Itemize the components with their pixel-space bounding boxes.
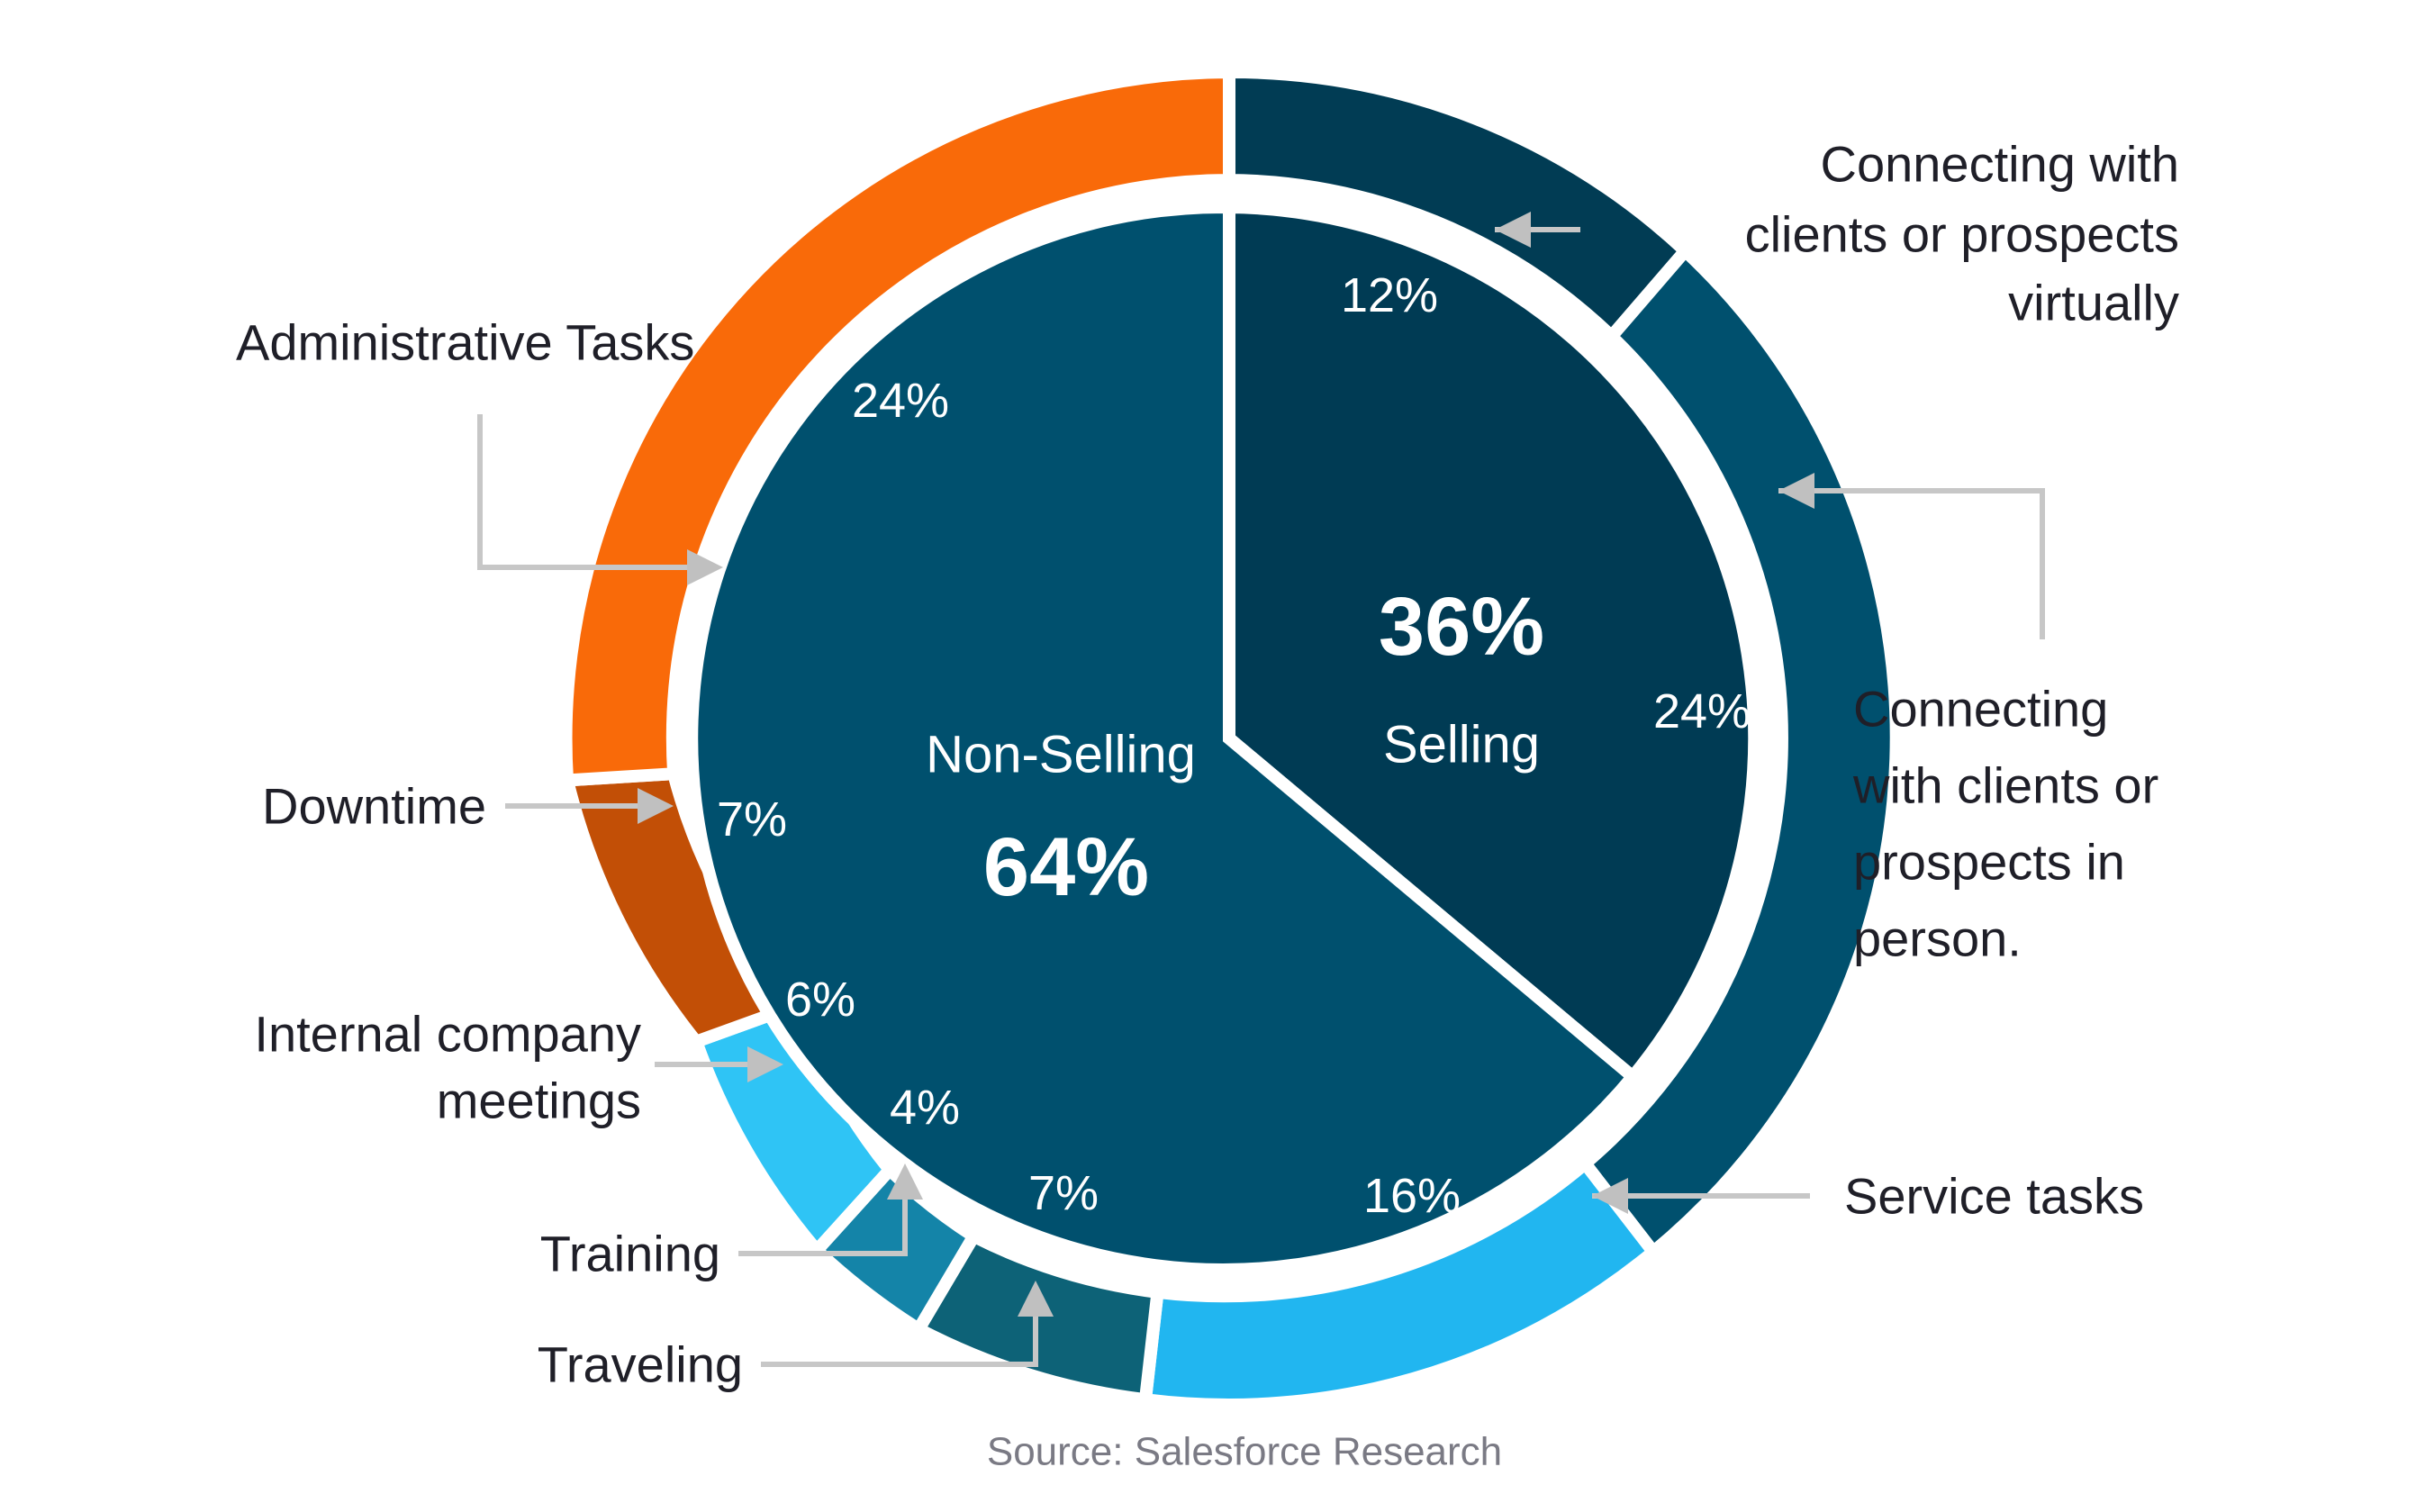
callout-traveling: Traveling — [538, 1336, 743, 1393]
callout-in-person-line1: Connecting — [1853, 681, 2108, 738]
leader-line-administrative — [477, 414, 689, 570]
inner-slice-selling[interactable] — [1223, 200, 1761, 1086]
outer-ring — [559, 65, 1903, 1411]
leader-line-traveling — [761, 1315, 1038, 1367]
segment-value-training: 4% — [890, 1081, 960, 1135]
arrowhead-virtually — [1495, 212, 1531, 248]
segment-value-service-tasks: 16% — [1363, 1169, 1461, 1223]
center-label-selling: Selling — [1383, 716, 1540, 774]
outer-segment-labels: 12% 24% 16% 7% 4% 6% 7% 24% — [717, 268, 1751, 1223]
callout-in-person-line4: person. — [1853, 910, 2022, 967]
callout-training: Training — [540, 1226, 720, 1282]
outer-segment-administrative[interactable] — [559, 65, 1235, 787]
source-note: Source: Salesforce Research — [987, 1430, 1502, 1474]
arrowhead-administrative — [687, 549, 723, 585]
arrowhead-training — [887, 1163, 923, 1200]
callout-internal-line1: Internal company — [254, 1006, 641, 1063]
callout-labels: Connecting with clients or prospects vir… — [236, 136, 2179, 1393]
callout-in-person-line3: prospects in — [1853, 834, 2125, 891]
center-label-non-selling: Non-Selling — [926, 726, 1196, 784]
center-value-non-selling: 64% — [983, 821, 1149, 913]
callout-internal-line2: meetings — [437, 1073, 641, 1129]
arrowhead-downtime — [638, 788, 674, 824]
segment-value-virtually: 12% — [1341, 268, 1438, 322]
leader-lines — [477, 212, 2045, 1367]
center-value-selling: 36% — [1379, 581, 1544, 673]
segment-value-traveling: 7% — [1028, 1166, 1099, 1220]
leader-line-training — [738, 1198, 908, 1256]
callout-administrative: Administrative Tasks — [236, 314, 694, 371]
inner-pie — [685, 200, 1761, 1276]
callout-downtime: Downtime — [262, 778, 486, 835]
segment-value-in-person: 24% — [1653, 684, 1751, 738]
segment-value-administrative: 24% — [852, 374, 949, 428]
arrowhead-traveling — [1018, 1281, 1054, 1317]
arrowhead-service-tasks — [1592, 1178, 1628, 1214]
callout-virtually-line3: virtually — [2008, 275, 2179, 331]
leader-line-in-person — [1778, 488, 2045, 639]
callout-in-person-line2: with clients or — [1852, 757, 2158, 814]
callout-virtually-line2: clients or prospects — [1745, 206, 2179, 263]
segment-value-internal-meetings: 6% — [785, 973, 855, 1027]
arrowhead-in-person — [1778, 473, 1814, 509]
callout-virtually-line1: Connecting with — [1821, 136, 2179, 193]
center-labels: Non-Selling 64% 36% Selling — [926, 581, 1544, 913]
outer-segment-in-person[interactable] — [1576, 241, 1903, 1262]
callout-service-tasks: Service tasks — [1844, 1168, 2144, 1225]
segment-value-downtime: 7% — [717, 792, 787, 847]
inner-slice-non-selling[interactable] — [685, 200, 1642, 1276]
arrowhead-internal-meetings — [747, 1046, 783, 1082]
